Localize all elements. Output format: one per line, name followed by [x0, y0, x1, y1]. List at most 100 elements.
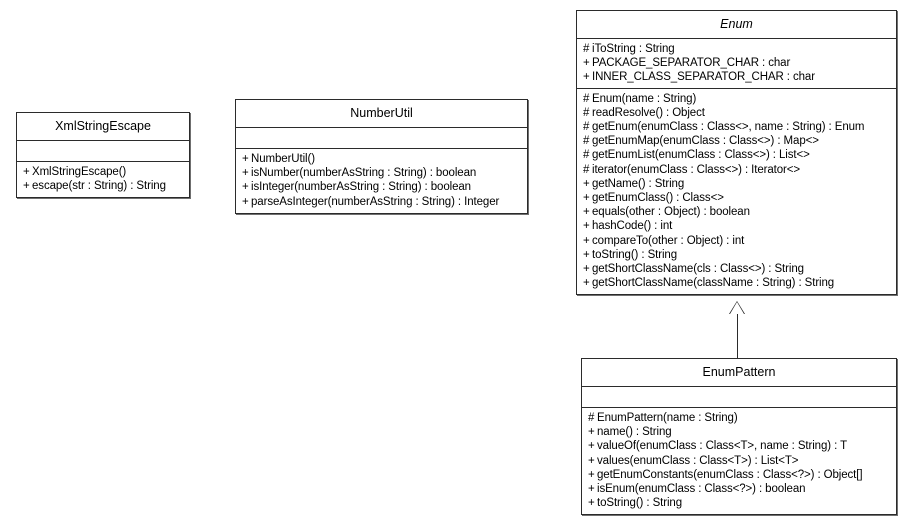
visibility-marker: + — [588, 483, 595, 496]
uml-operation-signature: iterator(enumClass : Class<>) : Iterator… — [592, 163, 800, 176]
uml-operation-row: +parseAsInteger(numberAsString : String)… — [242, 195, 522, 209]
uml-operation-signature: compareTo(other : Object) : int — [592, 234, 745, 247]
uml-operation-row: #getEnumList(enumClass : Class<>) : List… — [583, 148, 891, 162]
uml-attribute-row: +PACKAGE_SEPARATOR_CHAR : char — [583, 56, 891, 70]
visibility-marker: + — [583, 57, 590, 70]
visibility-marker: + — [583, 220, 590, 233]
uml-attribute-row: #iToString : String — [583, 42, 891, 56]
uml-operation-row: +name() : String — [588, 425, 891, 439]
uml-operation-signature: isInteger(numberAsString : String) : boo… — [251, 181, 471, 194]
uml-operation-row: +XmlStringEscape() — [23, 165, 184, 179]
visibility-marker: + — [23, 166, 30, 178]
visibility-marker: # — [583, 106, 590, 119]
uml-operation-signature: name() : String — [597, 426, 672, 439]
uml-operation-row: +isNumber(numberAsString : String) : boo… — [242, 166, 522, 180]
uml-operation-row: #readResolve() : Object — [583, 106, 891, 120]
visibility-marker: # — [583, 92, 590, 105]
visibility-marker: # — [583, 149, 590, 162]
uml-operation-row: +hashCode() : int — [583, 219, 891, 233]
visibility-marker: + — [583, 177, 590, 190]
uml-class-name-xmlstringescape: XmlStringEscape — [17, 113, 189, 141]
visibility-marker: + — [242, 153, 249, 165]
uml-operation-row: #Enum(name : String) — [583, 92, 891, 106]
visibility-marker: + — [588, 468, 595, 481]
uml-operation-row: +valueOf(enumClass : Class<T>, name : St… — [588, 439, 891, 453]
uml-operation-signature: parseAsInteger(numberAsString : String) … — [251, 195, 500, 208]
uml-operation-signature: EnumPattern(name : String) — [597, 412, 738, 424]
uml-operation-signature: isEnum(enumClass : Class<?>) : boolean — [597, 483, 806, 496]
uml-operation-row: +compareTo(other : Object) : int — [583, 234, 891, 248]
uml-operation-signature: isNumber(numberAsString : String) : bool… — [251, 167, 477, 180]
visibility-marker: # — [583, 43, 590, 55]
uml-operation-signature: XmlStringEscape() — [32, 166, 127, 178]
visibility-marker: # — [583, 121, 590, 134]
visibility-marker: + — [242, 195, 249, 208]
uml-class-xmlstringescape[interactable]: XmlStringEscape +XmlStringEscape()+escape… — [16, 112, 190, 199]
visibility-marker: + — [583, 71, 590, 84]
visibility-marker: + — [588, 440, 595, 453]
uml-attributes-compartment-numberutil — [236, 128, 527, 149]
visibility-marker: + — [588, 497, 595, 510]
visibility-marker: + — [583, 206, 590, 219]
visibility-marker: + — [588, 454, 595, 467]
uml-class-numberutil[interactable]: NumberUtil+NumberUtil()+isNumber(numberA… — [235, 99, 528, 214]
visibility-marker: # — [583, 135, 590, 148]
uml-operation-signature: getEnumList(enumClass : Class<>) : List<… — [592, 149, 810, 162]
uml-class-name-enumpattern: EnumPattern — [582, 359, 896, 387]
uml-class-enum[interactable]: Enum#iToString : String+PACKAGE_SEPARATO… — [576, 10, 897, 296]
uml-operation-signature: getEnumClass() : Class<> — [592, 192, 724, 205]
uml-operation-row: +getName() : String — [583, 177, 891, 191]
uml-operation-signature: readResolve() : Object — [592, 106, 705, 119]
visibility-marker: # — [583, 163, 590, 176]
uml-operation-signature: Enum(name : String) — [592, 92, 697, 105]
uml-operations-compartment-xmlstringescape: +XmlStringEscape()+escape(str : String) … — [17, 162, 189, 197]
uml-operations-compartment-enum: #Enum(name : String)#readResolve() : Obj… — [577, 89, 896, 295]
uml-operation-row: +NumberUtil() — [242, 152, 522, 166]
visibility-marker: + — [583, 277, 590, 290]
uml-operation-signature: getName() : String — [592, 177, 685, 190]
uml-operation-row: +isEnum(enumClass : Class<?>) : boolean — [588, 482, 891, 496]
visibility-marker: + — [583, 248, 590, 261]
uml-operations-compartment-numberutil: +NumberUtil()+isNumber(numberAsString : … — [236, 149, 527, 213]
uml-operation-row: +getShortClassName(cls : Class<>) : Stri… — [583, 262, 891, 276]
visibility-marker: + — [588, 426, 595, 439]
uml-operation-signature: equals(other : Object) : boolean — [592, 206, 750, 219]
visibility-marker: + — [583, 234, 590, 247]
uml-operation-row: +getEnumConstants(enumClass : Class<?>) … — [588, 468, 891, 482]
uml-operation-signature: hashCode() : int — [592, 220, 673, 233]
uml-attribute-signature: iToString : String — [592, 43, 675, 55]
uml-operation-signature: getEnumMap(enumClass : Class<>) : Map<> — [592, 135, 819, 148]
uml-attributes-compartment-enum: #iToString : String+PACKAGE_SEPARATOR_CH… — [577, 39, 896, 89]
uml-operation-row: +toString() : String — [588, 496, 891, 510]
uml-operation-row: +isInteger(numberAsString : String) : bo… — [242, 180, 522, 194]
uml-operations-compartment-enumpattern: #EnumPattern(name : String)+name() : Str… — [582, 408, 896, 514]
uml-operation-row: #iterator(enumClass : Class<>) : Iterato… — [583, 163, 891, 177]
uml-attributes-compartment-enumpattern — [582, 387, 896, 408]
uml-attribute-signature: PACKAGE_SEPARATOR_CHAR : char — [592, 57, 791, 70]
uml-operation-signature: getEnumConstants(enumClass : Class<?>) :… — [597, 468, 863, 481]
uml-attributes-compartment-xmlstringescape — [17, 141, 189, 162]
visibility-marker: + — [583, 263, 590, 276]
visibility-marker: + — [242, 167, 249, 180]
visibility-marker: + — [583, 192, 590, 205]
uml-operation-row: +equals(other : Object) : boolean — [583, 205, 891, 219]
visibility-marker: + — [23, 180, 30, 193]
uml-operation-row: +values(enumClass : Class<T>) : List<T> — [588, 454, 891, 468]
uml-operation-row: #EnumPattern(name : String) — [588, 411, 891, 425]
visibility-marker: # — [588, 412, 595, 424]
uml-operation-row: +getEnumClass() : Class<> — [583, 191, 891, 205]
uml-attribute-row: +INNER_CLASS_SEPARATOR_CHAR : char — [583, 70, 891, 84]
uml-operation-signature: getShortClassName(cls : Class<>) : Strin… — [592, 263, 804, 276]
uml-operation-signature: values(enumClass : Class<T>) : List<T> — [597, 454, 799, 467]
uml-operation-row: #getEnumMap(enumClass : Class<>) : Map<> — [583, 134, 891, 148]
uml-class-enumpattern[interactable]: EnumPattern#EnumPattern(name : String)+n… — [581, 358, 897, 516]
uml-operation-signature: toString() : String — [592, 248, 678, 261]
visibility-marker: + — [242, 181, 249, 194]
uml-operation-signature: escape(str : String) : String — [32, 180, 166, 193]
uml-operation-signature: getEnum(enumClass : Class<>, name : Stri… — [592, 121, 865, 134]
uml-operation-row: #getEnum(enumClass : Class<>, name : Str… — [583, 120, 891, 134]
generalization-line-enumpattern-extends-enum — [737, 314, 738, 358]
uml-operation-row: +toString() : String — [583, 248, 891, 262]
uml-operation-signature: getShortClassName(className : String) : … — [592, 277, 835, 290]
